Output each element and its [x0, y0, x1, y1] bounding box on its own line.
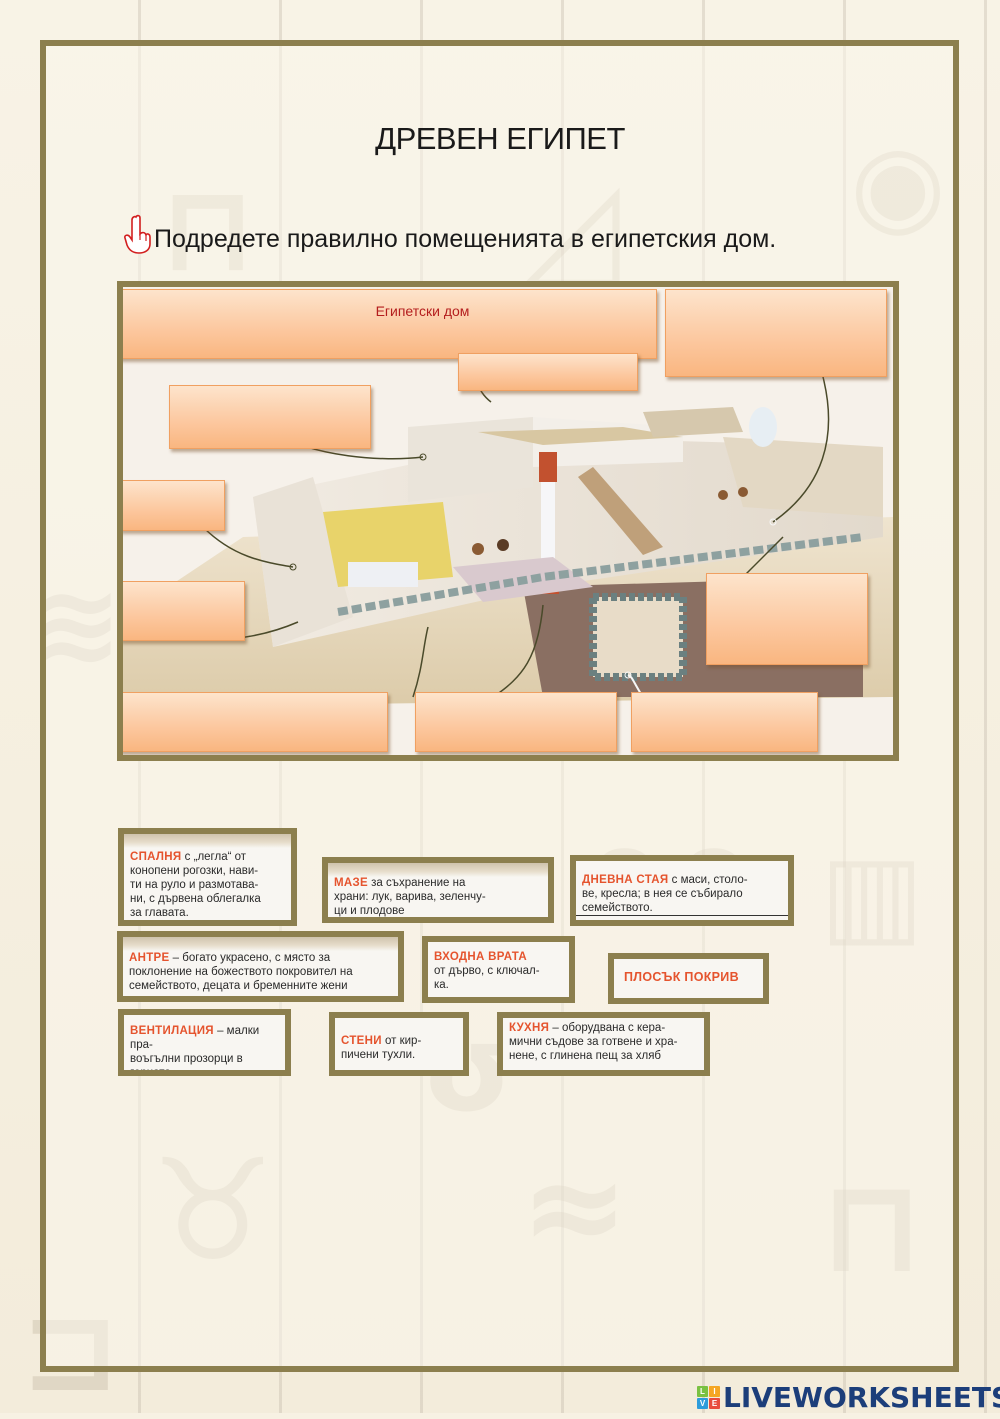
card-antre[interactable]: АНТРЕ – богато украсено, с място за покл… [117, 931, 404, 1002]
drop-zone-right-lower[interactable] [706, 573, 868, 665]
drop-zone-bottom-right[interactable] [631, 692, 818, 752]
liveworksheets-logo[interactable]: L I V E LIVEWORKSHEETS [697, 1381, 1000, 1414]
drop-zone-left-lower[interactable] [123, 581, 245, 641]
page-title: ДРЕВЕН ЕГИПЕТ [375, 121, 625, 156]
egyptian-house-figure: Египетски дом [117, 281, 899, 761]
figure-caption: Египетски дом [375, 303, 470, 319]
card-dnevna-staya[interactable]: ДНЕВНА СТАЯ с маси, столо- ве, кресла; в… [570, 855, 794, 926]
drop-zone-left-small[interactable] [123, 480, 225, 531]
card-steni[interactable]: СТЕНИ от кир- пичени тухли. [329, 1012, 469, 1076]
drop-zone-upper-left[interactable] [169, 385, 371, 449]
drop-zone-caption[interactable]: Египетски дом [123, 289, 657, 359]
text-underline [328, 918, 548, 919]
liveworksheets-brand: LIVEWORKSHEETS [723, 1381, 1000, 1414]
card-ventilaciya[interactable]: ВЕНТИЛАЦИЯ – малки пра- воъгълни прозорц… [118, 1009, 291, 1076]
instruction: Подредете правилно помещенията в египетс… [122, 214, 776, 254]
card-vhodna-vrata[interactable]: ВХОДНА ВРАТА от дърво, с ключал- ка. [422, 936, 575, 1003]
pointing-hand-icon [124, 214, 151, 254]
card-plosak-pokriv[interactable]: ПЛОСЪК ПОКРИВ [608, 953, 769, 1004]
card-maze[interactable]: МАЗЕ за съхранение на храни: лук, варива… [322, 857, 554, 923]
drop-zone-top-right[interactable] [665, 289, 887, 377]
card-kuhnya[interactable]: КУХНЯ – оборудвана с кера- мични съдове … [497, 1012, 710, 1076]
torn-paper-edge [328, 863, 548, 877]
instruction-text: Подредете правилно помещенията в египетс… [154, 225, 777, 253]
drop-zone-bottom-left[interactable] [123, 692, 388, 752]
drop-zone-top-center[interactable] [458, 353, 638, 391]
drop-zone-bottom-center[interactable] [415, 692, 617, 752]
liveworksheets-tiles-icon: L I V E [697, 1386, 720, 1409]
card-spalnya[interactable]: СПАЛНЯ с „легла“ от конопени рогозки, на… [118, 828, 297, 926]
text-underline [576, 915, 788, 916]
house-illustration [123, 356, 893, 707]
torn-paper-edge [124, 834, 291, 848]
torn-paper-edge [123, 937, 398, 951]
